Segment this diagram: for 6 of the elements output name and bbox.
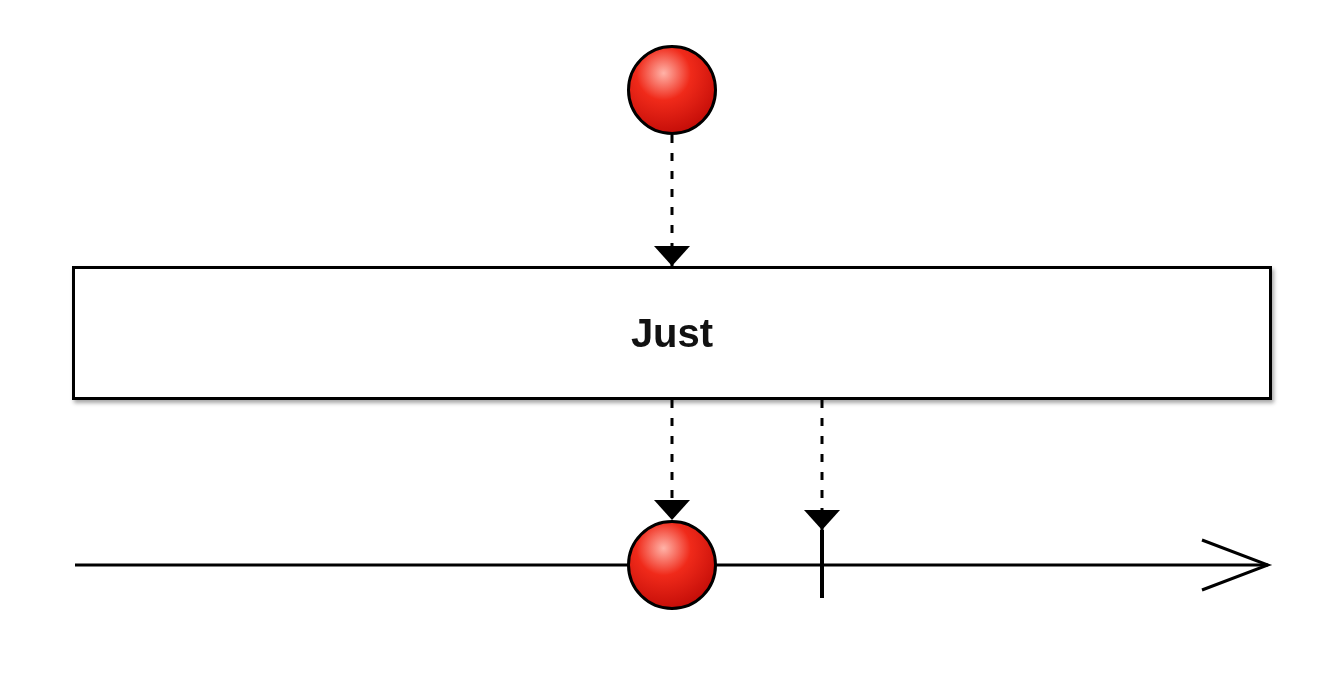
- completion-bar: [820, 530, 824, 598]
- operator-box: [72, 266, 1272, 400]
- operator-name: Just: [630, 310, 714, 356]
- dashed-arrow: [804, 400, 840, 530]
- dashed-arrow: [654, 135, 690, 266]
- dashed-arrow: [654, 400, 690, 520]
